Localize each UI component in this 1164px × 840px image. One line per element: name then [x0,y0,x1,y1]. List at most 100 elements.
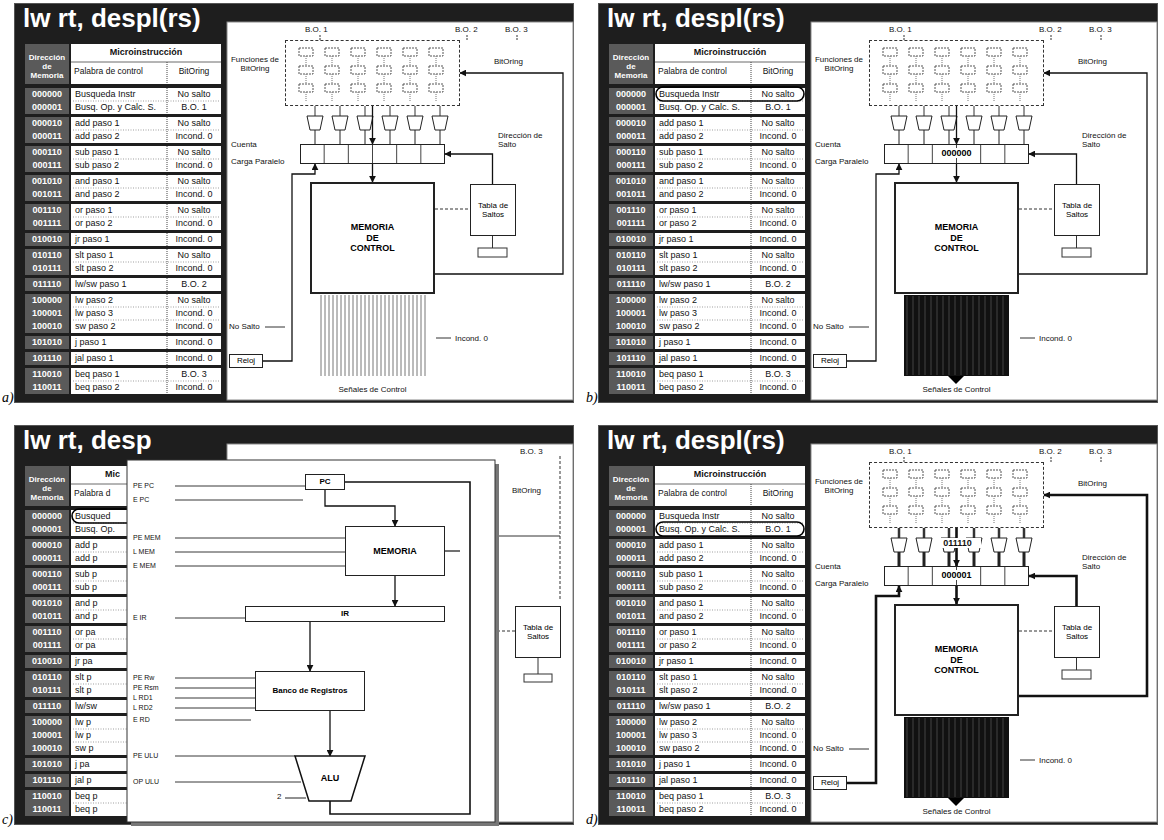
control-signal-line [365,295,366,376]
mux-wire [898,528,901,538]
control-signal-line [967,718,968,797]
panel-letter: b) [586,390,598,406]
bitoring-cell: No salto [167,89,221,99]
logic-gate [883,470,897,478]
column-rule [751,774,752,787]
logic-gate [325,84,339,92]
connector [956,164,957,182]
mux-wire [973,552,976,566]
logic-gate [1013,506,1027,514]
table-register [1062,248,1091,257]
bitoring-cell: Incond. 0 [167,234,221,244]
control-word: jr paso 1 [75,234,110,244]
column-rule [751,790,752,816]
column-rule [751,671,752,697]
gate-wire [1020,56,1021,66]
table-cell [71,294,221,333]
address-cell [609,278,653,291]
no-jump-label: No Salto [813,744,844,753]
bo-line-label: B.O. 3 [505,25,528,34]
control-word: Busqued [75,511,111,521]
mux-wire [365,130,366,144]
control-signal-line [955,296,956,375]
bitoring-cell: No salto [751,118,805,128]
control-signal-line [341,295,342,376]
control-memory-label: MEMORIA DE CONTROL [347,222,399,253]
bo-tick [1101,35,1102,40]
column-header: Palabra de control [74,67,143,77]
memory-address: 000000 [609,89,653,99]
mux-wire [1023,552,1026,566]
control-signal-name: PE Rw [133,674,154,682]
memory-address: 110011 [609,804,653,814]
address-cell [25,539,69,565]
memory-address: 000001 [609,102,653,112]
memory-address: 000111 [609,160,653,170]
clock-label: Reloj [237,356,255,365]
control-memory-box: MEMORIA DE CONTROL [894,604,1019,716]
mux-wire [1024,130,1025,144]
slide-title: lw rt, despl(rs) [23,4,201,34]
table-cell [655,278,805,291]
column-header: Dirección de Memoria [25,53,69,81]
control-signal-line [353,295,354,376]
memory-address: 001011 [609,611,653,621]
control-word: slt paso 2 [75,263,114,273]
memory-address: 010110 [609,672,653,682]
control-signal-line [925,718,926,797]
table-cell [655,758,805,771]
parallel-load-label: Carga Paralelo [815,579,868,588]
control-signal-line [361,295,362,376]
gate-wire [994,56,995,66]
table-cell [655,117,805,143]
address-cell [25,88,69,114]
mux-output-value: 011110 [934,538,981,548]
address-cell [609,336,653,349]
bitoring-logic-box: Funciones de BitOring [869,40,1044,106]
bitoring-cell: Incond. 0 [167,263,221,273]
memory-address: 001110 [609,205,653,215]
control-signal-line [979,718,980,797]
control-memory-box: MEMORIA DE CONTROL [894,182,1019,294]
connector [394,576,395,606]
control-word: or pa [75,640,96,650]
gate-wire [942,478,943,488]
bitoring-cell: Incond. 0 [167,337,221,347]
jump-table-box: Tabla de Saltos [1054,606,1100,658]
mux-wire [973,528,976,538]
bitoring-cell: Incond. 0 [751,611,805,621]
address-cell [25,233,69,246]
column-rule [751,716,752,755]
bitoring-cell: No salto [751,147,805,157]
control-signals-label: Señales de Control [315,385,430,394]
bitoring-cell: Incond. 0 [751,353,805,363]
mux-wire [440,106,441,116]
microprogram-counter: CuentaCarga Paralelo000000 [884,144,1029,164]
logic-gate [429,48,443,56]
control-signal-name: PE MEM [133,534,161,542]
bitoring-cell: Incond. 0 [751,263,805,273]
bo-tick [1051,35,1052,40]
table-cell [655,774,805,787]
control-signal-line [397,295,398,376]
counter-value: 000000 [939,148,973,158]
memory-address: 000010 [25,540,69,550]
bitoring-cell: Incond. 0 [751,685,805,695]
logic-gate [429,84,443,92]
column-rule [751,175,752,201]
control-word: lw paso 2 [659,295,697,305]
register-label: PC [319,477,330,486]
column-header: Microinstrucción [655,47,805,57]
control-word: slt p [75,672,92,682]
bitoring-cell: Incond. 0 [751,775,805,785]
control-signals-label: Señales de Control [899,385,1014,394]
gate-wire [968,514,969,524]
control-signal-line [907,718,908,797]
control-signal-line [991,718,992,797]
control-word: add paso 2 [75,131,120,141]
control-signal-line [955,718,956,797]
table-cell [655,352,805,365]
logic-gate [403,48,417,56]
logic-gate [987,506,1001,514]
gate-wire [410,74,411,84]
